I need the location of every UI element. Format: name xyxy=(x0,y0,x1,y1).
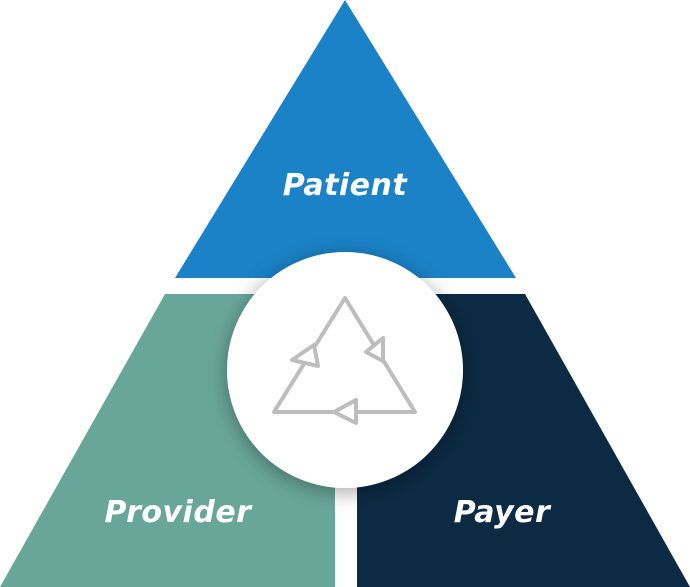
patient-label: Patient xyxy=(283,168,409,203)
payer-label: Payer xyxy=(454,495,552,530)
center-circle xyxy=(227,252,463,488)
recycle-cycle-icon xyxy=(272,296,417,425)
provider-label: Provider xyxy=(105,495,254,530)
patient-segment xyxy=(175,0,516,278)
